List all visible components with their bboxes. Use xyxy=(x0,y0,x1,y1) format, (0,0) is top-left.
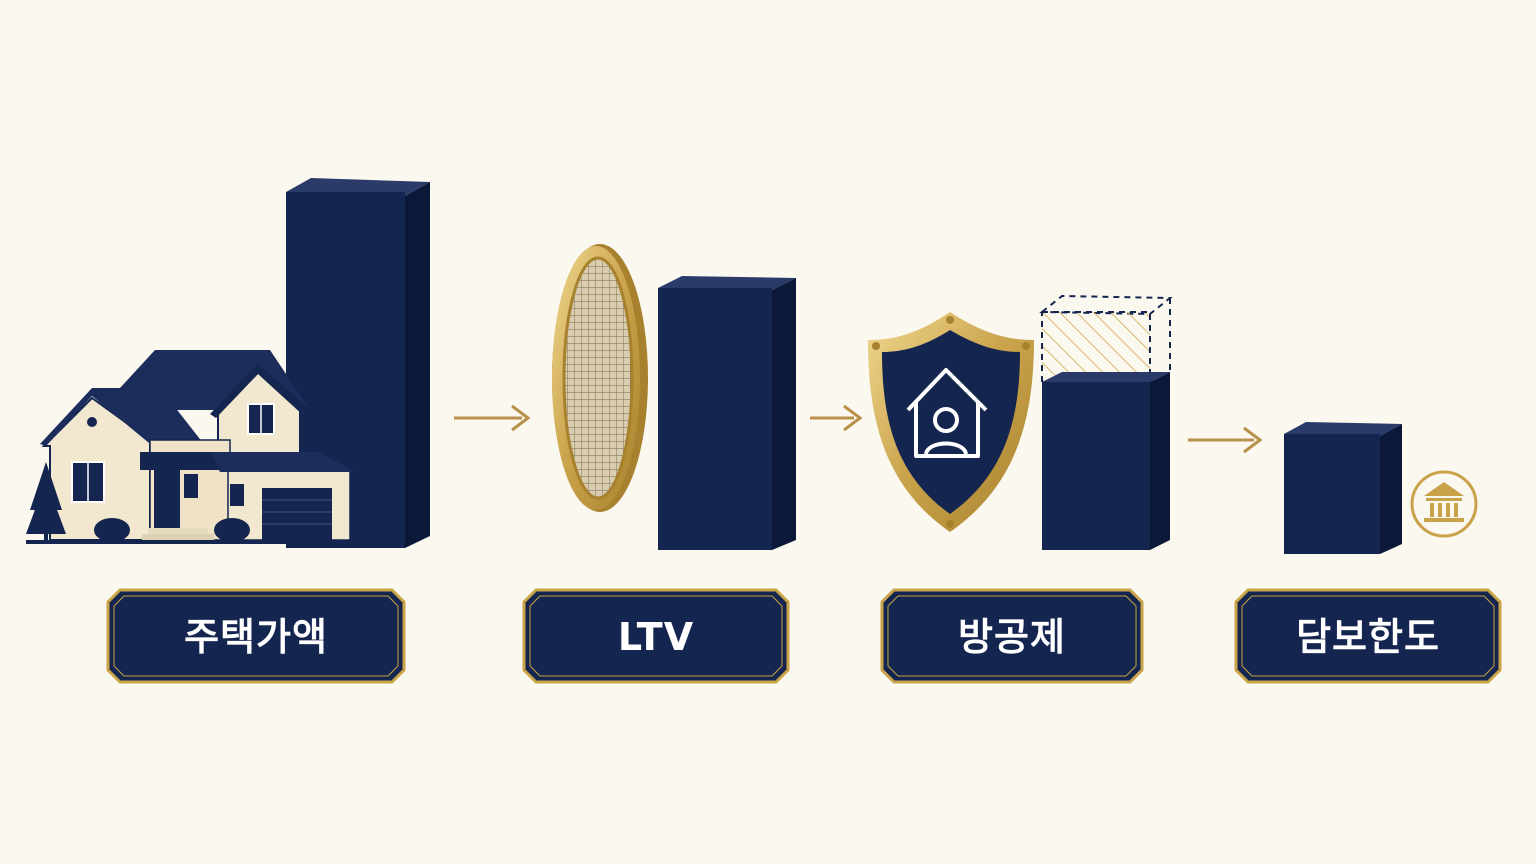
arrow-1-icon xyxy=(454,404,531,432)
label-loan-limit: 담보한도 xyxy=(1296,615,1440,659)
step-loan-limit xyxy=(1284,422,1478,554)
bank-icon xyxy=(1410,470,1478,538)
label-ltv: LTV xyxy=(618,615,694,659)
house-icon xyxy=(26,350,366,544)
step-ltv xyxy=(552,244,796,550)
label-plaque-ltv: LTV xyxy=(522,588,790,684)
label-plaque-loan-limit: 담보한도 xyxy=(1234,588,1502,684)
sieve-icon xyxy=(552,244,648,512)
bar-loan-limit xyxy=(1284,422,1402,554)
arrow-3-icon xyxy=(1188,426,1263,454)
step-house-value xyxy=(26,178,430,548)
bar-ltv xyxy=(658,276,796,550)
label-deduction: 방공제 xyxy=(958,615,1066,659)
arrow-2-icon xyxy=(810,404,863,432)
shield-home-icon xyxy=(868,312,1034,532)
bar-deduction xyxy=(1039,294,1173,550)
label-house-value: 주택가액 xyxy=(184,615,328,659)
step-deduction xyxy=(868,294,1173,550)
label-plaque-deduction: 방공제 xyxy=(880,588,1144,684)
label-plaque-house-value: 주택가액 xyxy=(106,588,406,684)
